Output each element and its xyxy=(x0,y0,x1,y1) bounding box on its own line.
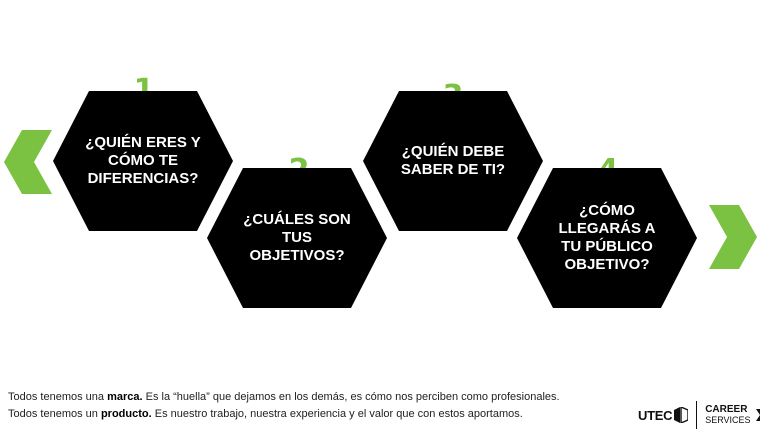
step-1-hexagon: ¿QUIÉN ERES Y CÓMO TE DIFERENCIAS? xyxy=(53,91,233,231)
step-2-question: ¿CUÁLES SON TUS OBJETIVOS? xyxy=(243,211,351,264)
step-3-hexagon: ¿QUIÉN DEBE SABER DE TI? xyxy=(363,91,543,231)
utec-logo-icon xyxy=(674,407,689,423)
logo-divider xyxy=(696,401,698,429)
logo-bar: UTEC CAREER SERVICES xyxy=(638,400,760,430)
footer-line-1-end: Es la “huella” que dejamos en los demás,… xyxy=(142,391,560,403)
footer-line-2-end: Es nuestro trabajo, nuestra experiencia … xyxy=(151,408,523,420)
footer-line-2-bold: producto. xyxy=(100,408,152,420)
step-3-question: ¿QUIÉN DEBE SABER DE TI? xyxy=(400,143,506,178)
step-2-hexagon: ¿CUÁLES SON TUS OBJETIVOS? xyxy=(207,168,387,308)
step-1-question: ¿QUIÉN ERES Y CÓMO TE DIFERENCIAS? xyxy=(85,134,201,187)
career-logo-line-2: SERVICES xyxy=(705,415,751,425)
footer-line-2: Todos tenemos un producto. Es nuestro tr… xyxy=(8,406,560,423)
utec-logo-text: UTEC xyxy=(638,407,673,423)
career-services-icon xyxy=(755,409,760,421)
chevron-right-icon xyxy=(709,205,757,269)
career-logo-line-1: CAREER xyxy=(705,404,748,415)
footer-line-1-bold: marca. xyxy=(107,391,143,403)
footer-text: Todos tenemos una marca. Es la “huella” … xyxy=(8,389,560,423)
footer-line-1: Todos tenemos una marca. Es la “huella” … xyxy=(8,389,560,406)
step-4-hexagon: ¿CÓMO LLEGARÁS A TU PÚBLICO OBJETIVO? xyxy=(517,168,697,308)
footer-line-2-start: Todos tenemos un xyxy=(8,408,101,420)
chevron-left-icon xyxy=(4,130,52,194)
career-services-logo: CAREER SERVICES xyxy=(705,404,750,426)
footer-line-1-start: Todos tenemos una xyxy=(8,391,108,403)
step-4-question: ¿CÓMO LLEGARÁS A TU PÚBLICO OBJETIVO? xyxy=(558,202,656,273)
